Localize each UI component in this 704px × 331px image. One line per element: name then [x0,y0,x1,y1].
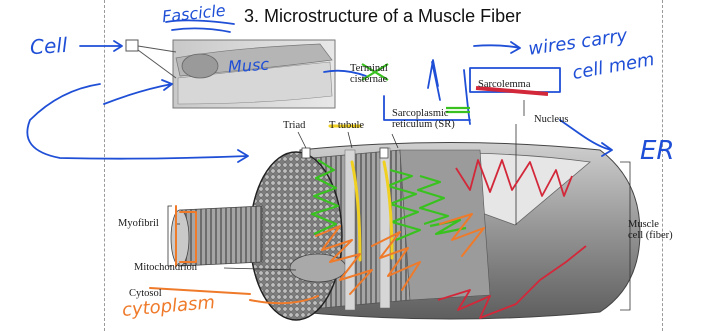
ink-er: ER [640,136,675,166]
ink-cell: Cell [29,33,68,60]
label-t-tubule: T tubule [329,120,364,131]
label-triad: Triad [283,120,305,131]
label-myofibril: Myofibril [118,218,159,229]
fascicle-marker [126,40,138,51]
slide-title: 3. Microstructure of a Muscle Fiber [244,6,521,27]
label-sarcoplasmic-reticulum: Sarcoplasmic reticulum (SR) [392,108,455,130]
label-muscle-cell: Muscle cell (fiber) [628,219,673,241]
label-sarcolemma: Sarcolemma [478,79,530,90]
label-terminal-cisternae: Terminal cisternae [350,63,388,85]
ink-muscle: Musc [227,55,269,77]
label-mitochondrion: Mitochondrion [134,262,197,273]
label-nucleus: Nucleus [534,114,568,125]
